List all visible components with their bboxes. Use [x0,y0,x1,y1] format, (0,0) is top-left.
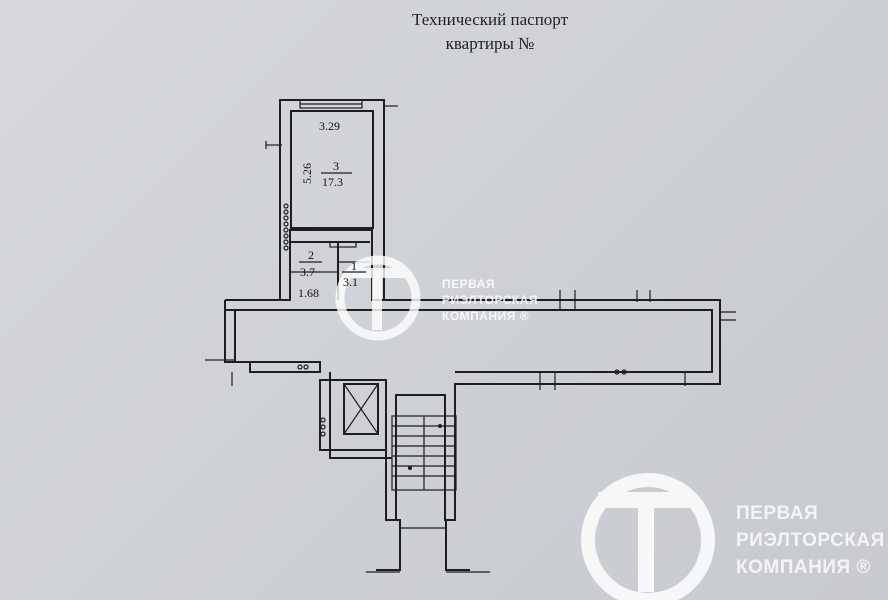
room-3-area: 17.3 [322,175,343,189]
title-line-1: Технический паспорт [411,10,568,29]
watermark-text-large: ПЕРВАЯ РИЭЛТОРСКАЯ КОМПАНИЯ ® [736,500,885,581]
room-3-number: 3 [333,159,339,173]
document-title: Технический паспорт квартиры № [300,8,680,56]
radiator [283,203,289,251]
room-3-length: 5.26 [300,163,314,184]
watermark-logo-large [581,473,715,600]
watermark-line-3: КОМПАНИЯ ® [442,309,530,323]
corridor-walls [205,290,736,521]
room-1-area: 3.1 [343,275,358,289]
elevator-shaft [343,383,379,435]
room-1-number: 1 [351,259,357,273]
staircase [391,415,457,491]
room-3-width: 3.29 [319,119,340,133]
watermark-line-1: ПЕРВАЯ [736,503,819,524]
watermark-line-2: РИЭЛТОРСКАЯ [736,530,885,551]
room-2-number: 2 [308,248,314,262]
watermark-line-1: ПЕРВАЯ [442,277,495,291]
building-entrance [366,519,490,573]
watermark-line-3: КОМПАНИЯ ® [736,557,871,578]
watermark-line-2: РИЭЛТОРСКАЯ [442,293,538,307]
watermark-logo-small [335,255,421,341]
title-line-2: квартиры № [445,34,535,53]
room-2-area: 3.7 [300,265,315,279]
room-2-width: 1.68 [298,286,319,300]
watermark-text-small: ПЕРВАЯ РИЭЛТОРСКАЯ КОМПАНИЯ ® [442,276,538,324]
